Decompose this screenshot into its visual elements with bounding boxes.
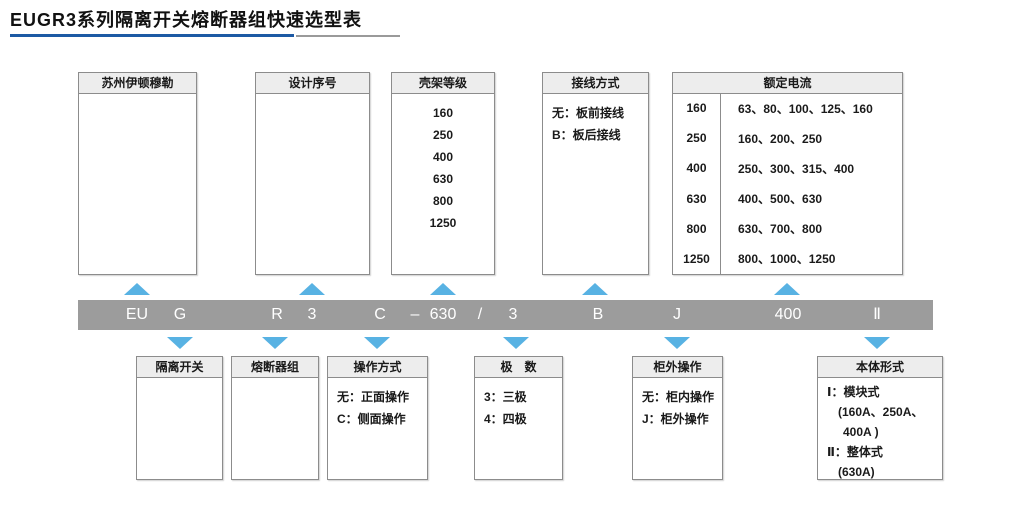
- frame-rating-option: 400: [432, 150, 454, 164]
- model-code-segment: R: [271, 306, 283, 323]
- box-brand: 苏州伊顿穆勒: [78, 72, 197, 275]
- arrow-up-icon: [430, 283, 456, 295]
- cabinet-operation-option: J：柜外操作: [642, 412, 709, 426]
- model-code-segment: 3: [508, 306, 518, 323]
- model-code-segment: J: [673, 306, 681, 323]
- rated-current-values: 160、200、250: [738, 131, 823, 146]
- table-row: 250 160、200、250: [673, 123, 902, 154]
- operation-mode-option: C：侧面操作: [337, 412, 406, 426]
- arrow-up-icon: [124, 283, 150, 295]
- cabinet-operation-option: 无：柜内操作: [642, 390, 715, 404]
- box-isolating-switch: 隔离开关: [136, 356, 223, 480]
- body-form-option: Ⅱ：整体式: [827, 445, 883, 459]
- rated-current-frame: 630: [673, 183, 721, 214]
- box-poles-header: 极 数: [475, 357, 562, 378]
- box-wiring-mode: 接线方式 无：板前接线 B：板后接线: [542, 72, 649, 275]
- model-code-segment: –: [410, 306, 420, 323]
- box-wiring-mode-body: 无：板前接线 B：板后接线: [543, 94, 648, 146]
- rated-current-values: 250、300、315、400: [738, 161, 855, 176]
- body-form-option: (630A): [838, 465, 875, 479]
- table-row: 1250 800、1000、1250: [673, 243, 902, 275]
- box-rated-current: 额定电流 160 63、80、100、125、160 250 160、200、2…: [672, 72, 903, 275]
- box-isolating-switch-header: 隔离开关: [137, 357, 222, 378]
- model-code-segment: EU: [125, 306, 149, 323]
- model-code-segment: 3: [307, 306, 317, 323]
- arrow-down-icon: [864, 337, 890, 349]
- box-design-serial: 设计序号: [255, 72, 370, 275]
- wiring-mode-option: 无：板前接线: [552, 106, 625, 120]
- rated-current-frame: 250: [673, 123, 721, 154]
- table-row: 800 630、700、800: [673, 213, 902, 244]
- arrow-down-icon: [262, 337, 288, 349]
- box-fuse-group: 熔断器组: [231, 356, 319, 480]
- box-frame-rating-header: 壳架等级: [392, 73, 494, 94]
- table-row: 630 400、500、630: [673, 183, 902, 214]
- table-row: 400 250、300、315、400: [673, 153, 902, 184]
- box-operation-mode: 操作方式 无：正面操作 C：侧面操作: [327, 356, 428, 480]
- box-body-form-header: 本体形式: [818, 357, 942, 378]
- box-cabinet-operation-body: 无：柜内操作 J：柜外操作: [633, 378, 722, 430]
- rated-current-values: 400、500、630: [738, 192, 823, 207]
- box-body-form: 本体形式 Ⅰ：模块式 (160A、250A、 400A ) Ⅱ：整体式 (630…: [817, 356, 943, 480]
- arrow-down-icon: [503, 337, 529, 349]
- poles-option: 3：三极: [484, 390, 527, 404]
- frame-rating-option: 250: [432, 128, 454, 142]
- box-poles: 极 数 3：三极 4：四极: [474, 356, 563, 480]
- frame-rating-option: 160: [432, 106, 454, 120]
- box-body-form-body: Ⅰ：模块式 (160A、250A、 400A ) Ⅱ：整体式 (630A): [818, 378, 942, 482]
- table-row: 160 63、80、100、125、160: [673, 93, 902, 124]
- rated-current-values: 63、80、100、125、160: [738, 101, 873, 116]
- wiring-mode-option: B：板后接线: [552, 128, 621, 142]
- box-fuse-group-header: 熔断器组: [232, 357, 318, 378]
- rated-current-frame: 800: [673, 213, 721, 244]
- arrow-up-icon: [582, 283, 608, 295]
- box-operation-mode-header: 操作方式: [328, 357, 427, 378]
- model-code-segment: 630: [429, 306, 457, 323]
- arrow-up-icon: [774, 283, 800, 295]
- model-code-segment: 400: [774, 306, 802, 323]
- box-operation-mode-body: 无：正面操作 C：侧面操作: [328, 378, 427, 430]
- title-underline-gray: [296, 35, 400, 37]
- model-code-segment: C: [374, 306, 386, 323]
- box-design-serial-header: 设计序号: [256, 73, 369, 94]
- arrow-down-icon: [664, 337, 690, 349]
- box-cabinet-operation: 柜外操作 无：柜内操作 J：柜外操作: [632, 356, 723, 480]
- rated-current-values: 800、1000、1250: [738, 252, 836, 267]
- box-poles-body: 3：三极 4：四极: [475, 378, 562, 430]
- rated-current-frame: 400: [673, 153, 721, 184]
- box-brand-header: 苏州伊顿穆勒: [79, 73, 196, 94]
- frame-rating-option: 800: [432, 194, 454, 208]
- poles-option: 4：四极: [484, 412, 527, 426]
- box-rated-current-header: 额定电流: [673, 73, 902, 94]
- body-form-option: 400A ): [843, 425, 879, 439]
- arrow-up-icon: [299, 283, 325, 295]
- model-code-segment: /: [477, 306, 483, 323]
- rated-current-table: 160 63、80、100、125、160 250 160、200、250 40…: [673, 93, 902, 275]
- frame-rating-option: 1250: [429, 216, 457, 230]
- model-code-bar: EU G R 3 C – 630 / 3 B J 400 Ⅱ: [78, 300, 933, 330]
- arrow-down-icon: [364, 337, 390, 349]
- model-code-segment: Ⅱ: [873, 306, 881, 323]
- rated-current-frame: 160: [673, 93, 721, 124]
- body-form-option: Ⅰ：模块式: [827, 385, 880, 399]
- title-underline-blue: [10, 34, 294, 37]
- box-frame-rating: 壳架等级 160 250 400 630 800 1250: [391, 72, 495, 275]
- operation-mode-option: 无：正面操作: [337, 390, 410, 404]
- box-wiring-mode-header: 接线方式: [543, 73, 648, 94]
- frame-rating-option: 630: [432, 172, 454, 186]
- model-code-segment: G: [173, 306, 187, 323]
- rated-current-frame: 1250: [673, 243, 721, 275]
- arrow-down-icon: [167, 337, 193, 349]
- rated-current-values: 630、700、800: [738, 222, 823, 237]
- box-frame-rating-body: 160 250 400 630 800 1250: [392, 94, 494, 234]
- box-cabinet-operation-header: 柜外操作: [633, 357, 722, 378]
- body-form-option: (160A、250A、: [838, 405, 924, 419]
- model-code-segment: B: [592, 306, 604, 323]
- page-title: EUGR3系列隔离开关熔断器组快速选型表: [10, 10, 363, 30]
